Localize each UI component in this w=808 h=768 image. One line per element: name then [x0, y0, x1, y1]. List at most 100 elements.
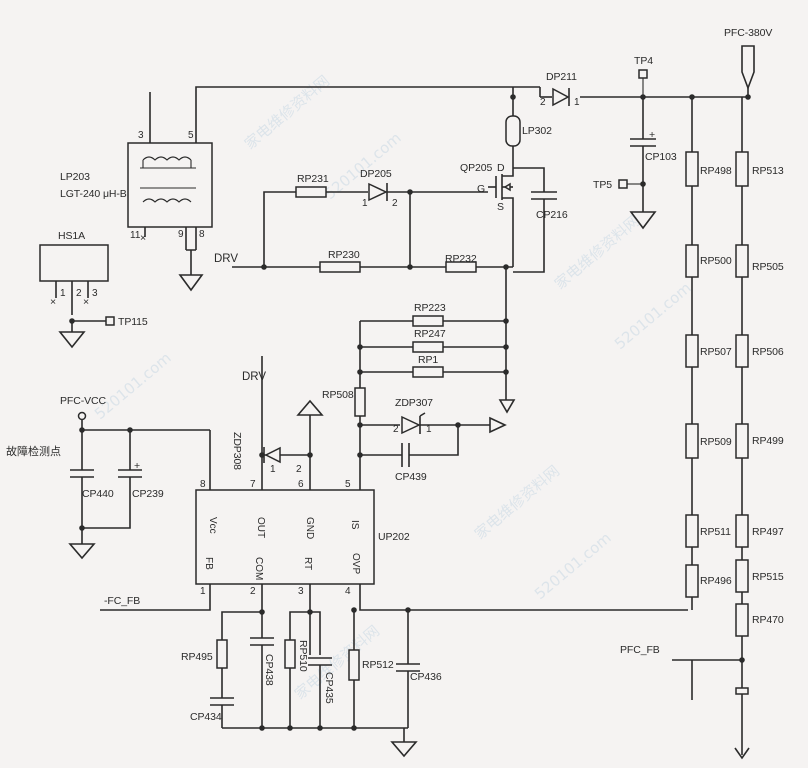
svg-text:RP511: RP511: [700, 526, 731, 538]
svg-text:RP509: RP509: [700, 436, 732, 448]
svg-text:5: 5: [345, 479, 351, 490]
svg-text:CP435: CP435: [323, 672, 335, 704]
svg-text:RP498: RP498: [700, 165, 732, 177]
testpoint-tp4: TP4: [634, 55, 653, 97]
svg-text:QP205: QP205: [460, 162, 492, 174]
svg-text:2: 2: [392, 198, 398, 209]
svg-text:RP496: RP496: [700, 575, 732, 587]
svg-text:4: 4: [345, 586, 351, 597]
svg-text:LP302: LP302: [522, 125, 552, 137]
svg-text:家电维修资料网: 家电维修资料网: [241, 72, 333, 153]
svg-text:OVP: OVP: [350, 553, 361, 574]
svg-text:Vcc: Vcc: [207, 517, 218, 534]
ic-up202: UP202 Vcc OUT GND IS FB COM RT OVP 8 7 6…: [195, 356, 410, 597]
svg-text:3: 3: [298, 586, 304, 597]
mosfet-qp205: QP205 D G S: [460, 162, 545, 267]
svg-text:RP1: RP1: [418, 354, 438, 366]
bottom-network: RP495 CP434 CP438 RP510 CP435 RP512 CP43…: [181, 584, 688, 758]
inductor-lp302: LP302: [505, 97, 552, 168]
svg-text:LP203: LP203: [60, 171, 90, 183]
svg-text:RP499: RP499: [752, 435, 784, 447]
svg-text:G: G: [477, 183, 485, 195]
svg-text:TP115: TP115: [118, 316, 148, 328]
svg-text:GND: GND: [304, 517, 315, 539]
svg-text:DP205: DP205: [360, 168, 392, 180]
svg-text:2: 2: [393, 424, 399, 435]
svg-text:RP508: RP508: [322, 389, 354, 401]
svg-text:CP239: CP239: [132, 488, 164, 500]
svg-text:RP223: RP223: [414, 302, 446, 314]
svg-text:8: 8: [199, 229, 205, 240]
svg-text:520101.com: 520101.com: [91, 349, 175, 423]
svg-text:3: 3: [92, 288, 98, 299]
svg-text:-FC_FB: -FC_FB: [104, 595, 140, 607]
svg-text:RP510: RP510: [297, 640, 309, 672]
svg-text:×: ×: [50, 296, 56, 308]
svg-text:1: 1: [200, 586, 206, 597]
svg-text:2: 2: [540, 97, 546, 108]
transformer-lp203: 3 5 11 9 8 × LP203 LGT-240 μH-B: [60, 92, 213, 292]
diode-dp211: DP211 2 1: [540, 71, 580, 108]
svg-text:COM: COM: [253, 557, 264, 580]
svg-text:1: 1: [426, 424, 432, 435]
svg-text:PFC-VCC: PFC-VCC: [60, 395, 106, 407]
svg-text:RP230: RP230: [328, 249, 360, 261]
svg-text:ZDP307: ZDP307: [395, 397, 433, 409]
testpoint-tp5: TP5: [593, 179, 643, 191]
fault-point-label: 故障检测点: [6, 444, 61, 458]
svg-text:RP500: RP500: [700, 255, 732, 267]
svg-text:家电维修资料网: 家电维修资料网: [471, 462, 563, 543]
current-sense-network: RP223 RP247 RP1 RP508 ZDP307 2 1 CP439: [322, 267, 516, 488]
svg-text:520101.com: 520101.com: [611, 279, 695, 353]
svg-text:9: 9: [178, 229, 184, 240]
svg-text:RP247: RP247: [414, 328, 446, 340]
heatsink-hs1a: HS1A × × 1 2 3 TP115: [39, 230, 148, 349]
svg-text:CP216: CP216: [536, 209, 568, 221]
svg-text:RP495: RP495: [181, 651, 213, 663]
svg-text:1: 1: [60, 288, 66, 299]
svg-text:OUT: OUT: [255, 517, 266, 538]
svg-text:S: S: [497, 201, 504, 213]
divider-chain-right: RP513 RP505 RP506 RP499 RP497 RP515 RP47…: [620, 97, 784, 760]
svg-text:RP470: RP470: [752, 614, 784, 626]
svg-text:2: 2: [250, 586, 256, 597]
svg-text:CP438: CP438: [263, 654, 275, 686]
svg-text:6: 6: [298, 479, 304, 490]
svg-text:520101.com: 520101.com: [531, 529, 615, 603]
svg-text:UP202: UP202: [378, 531, 410, 543]
divider-chain-left: RP498 RP500 RP507 RP509 RP511 RP496: [685, 97, 732, 610]
svg-text:HS1A: HS1A: [58, 230, 85, 242]
fb-line: -FC_FB: [100, 584, 211, 611]
svg-text:RP515: RP515: [752, 571, 784, 583]
gate-network: RP231 DP205 1 2 RP230 RP232 DRV: [214, 168, 513, 273]
svg-text:×: ×: [83, 296, 89, 308]
svg-text:TP4: TP4: [634, 55, 653, 67]
net-drv-top: DRV: [214, 253, 238, 265]
svg-text:TP5: TP5: [593, 179, 612, 191]
svg-text:RP506: RP506: [752, 346, 784, 358]
net-pfc-380v: PFC-380V: [724, 27, 772, 39]
svg-text:RP232: RP232: [445, 253, 477, 265]
svg-text:D: D: [497, 162, 505, 174]
svg-text:11: 11: [130, 230, 141, 241]
svg-text:RP507: RP507: [700, 346, 732, 358]
svg-text:+: +: [134, 460, 140, 472]
svg-text:×: ×: [140, 232, 146, 244]
svg-text:RP505: RP505: [752, 261, 784, 273]
vcc-section: PFC-VCC 故障检测点 CP440 + CP239: [6, 395, 210, 560]
svg-text:5: 5: [188, 130, 194, 141]
capacitor-cp216: CP216: [513, 191, 568, 273]
svg-text:ZDP308: ZDP308: [231, 432, 243, 470]
svg-text:3: 3: [138, 130, 144, 141]
capacitor-cp103: + CP103: [629, 97, 677, 230]
svg-text:IS: IS: [349, 520, 360, 530]
svg-text:PFC_FB: PFC_FB: [620, 644, 660, 656]
svg-text:RP497: RP497: [752, 526, 784, 538]
svg-text:2: 2: [296, 464, 302, 475]
svg-text:家电维修资料网: 家电维修资料网: [551, 212, 643, 293]
svg-text:7: 7: [250, 479, 256, 490]
svg-text:FB: FB: [203, 557, 214, 570]
rail-380v: [195, 86, 748, 143]
